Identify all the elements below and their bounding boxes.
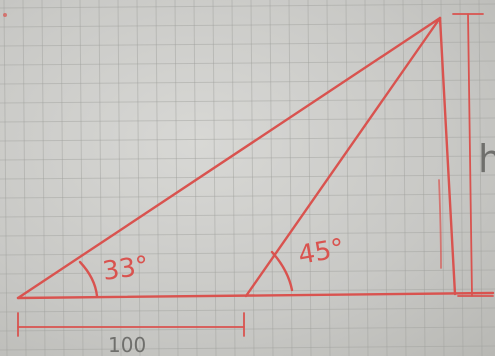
ground-line	[16, 291, 495, 300]
grid-line-vertical	[421, 0, 426, 356]
grid-line-horizontal	[0, 326, 495, 332]
corner-mark	[3, 13, 7, 17]
grid-line-horizontal	[0, 231, 495, 237]
grid-line-horizontal	[0, 79, 495, 85]
grid-line-horizontal	[0, 155, 495, 161]
grid-line-horizontal	[0, 345, 495, 351]
grid-line-horizontal	[0, 3, 495, 9]
grid-line-horizontal	[0, 98, 495, 104]
grid-line-vertical	[288, 0, 293, 356]
angle-left-label: 33°	[101, 251, 151, 287]
height-line	[438, 16, 457, 296]
grid-line-horizontal	[0, 212, 495, 218]
grid-line-horizontal	[0, 174, 495, 180]
grid-line-vertical	[383, 0, 388, 356]
grid-line-horizontal	[0, 269, 495, 275]
grid-line-vertical	[41, 0, 46, 356]
sight-line-right	[244, 16, 442, 298]
height-dimension-line	[467, 13, 473, 297]
grid-line-horizontal	[0, 117, 495, 123]
grid-line-vertical	[3, 0, 8, 356]
height-label: h	[478, 137, 495, 181]
height-line-overstroke	[438, 179, 442, 269]
grid-line-vertical	[22, 0, 27, 356]
grid-line-vertical	[402, 0, 407, 356]
base-distance-label: 100	[108, 333, 146, 356]
grid-line-vertical	[212, 0, 217, 356]
grid-line-horizontal	[0, 193, 495, 199]
grid-line-horizontal	[0, 307, 495, 313]
grid-line-vertical	[269, 0, 274, 356]
grid-line-vertical	[307, 0, 312, 356]
grid-line-horizontal	[0, 250, 495, 256]
grid-line-horizontal	[0, 288, 495, 294]
angle-right-label: 45°	[296, 233, 347, 271]
angle-arc-right	[270, 250, 294, 292]
grid-line-horizontal	[0, 136, 495, 142]
sight-line-left	[16, 16, 442, 300]
angle-arc-left	[78, 260, 99, 298]
grid-line-horizontal	[0, 60, 495, 66]
grid-line-vertical	[345, 0, 350, 356]
grid-line-vertical	[231, 0, 236, 356]
grid-line-vertical	[364, 0, 369, 356]
grid-line-vertical	[459, 0, 464, 356]
grid-line-horizontal	[0, 41, 495, 47]
grid-line-vertical	[250, 0, 255, 356]
grid-line-vertical	[193, 0, 198, 356]
grid-line-horizontal	[0, 22, 495, 28]
